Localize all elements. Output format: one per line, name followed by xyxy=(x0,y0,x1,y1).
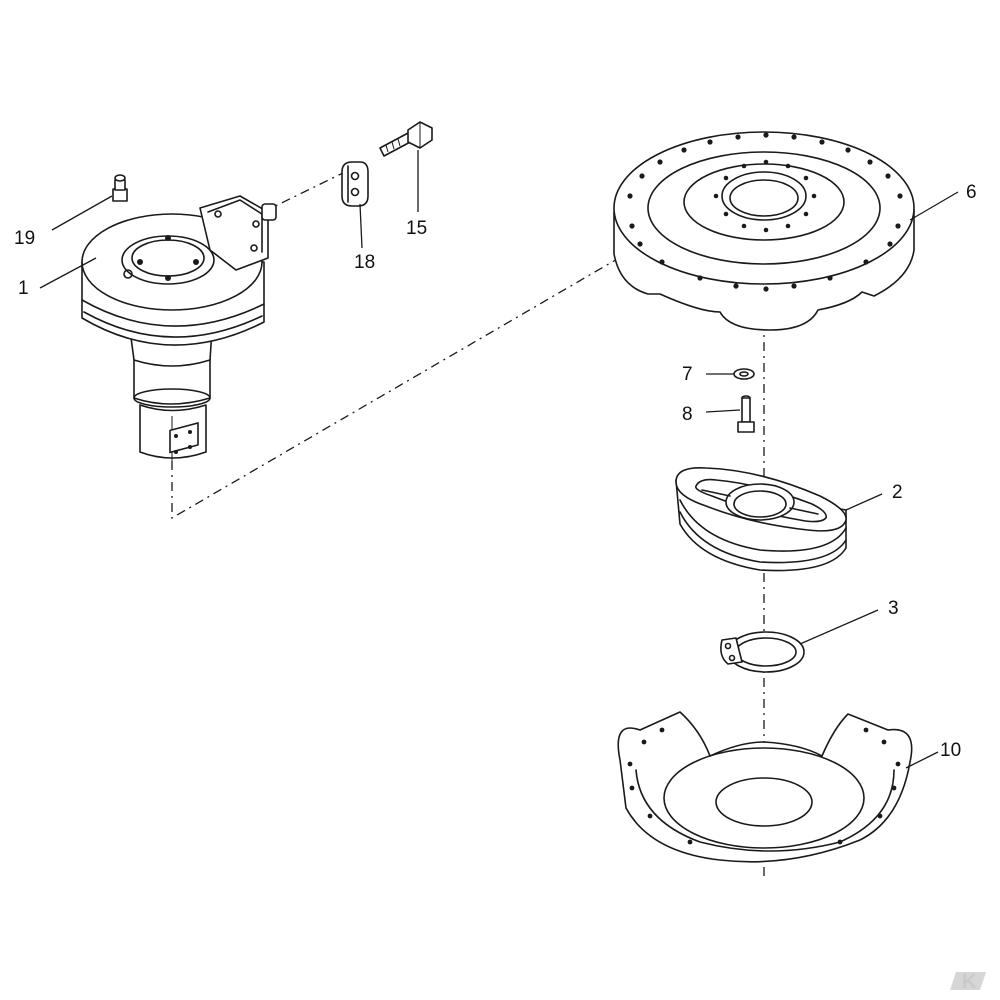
leader-lines xyxy=(39,150,959,769)
washer xyxy=(733,368,755,380)
callout-labels: 19 1 18 15 6 7 8 2 3 10 xyxy=(14,182,977,761)
svg-text:K: K xyxy=(962,971,977,993)
rotor-outer-holes xyxy=(627,132,903,292)
guard-dish-holes xyxy=(627,727,901,845)
callout-3: 3 xyxy=(888,598,899,619)
callout-8: 8 xyxy=(682,404,693,425)
callout-6: 6 xyxy=(966,182,977,203)
grease-nipple xyxy=(112,174,128,202)
screw xyxy=(737,395,755,433)
rotor-disc xyxy=(613,131,915,331)
callout-7: 7 xyxy=(682,364,693,385)
lock-plate xyxy=(341,161,369,207)
circlip xyxy=(720,631,805,673)
gearbox-housing xyxy=(81,195,277,462)
guard-dish xyxy=(617,711,913,863)
callout-2: 2 xyxy=(892,482,903,503)
brand-watermark-logo: K xyxy=(950,971,986,993)
hex-bolt xyxy=(379,121,433,157)
callout-19: 19 xyxy=(14,228,35,249)
callout-15: 15 xyxy=(406,218,427,239)
callout-18: 18 xyxy=(354,252,375,273)
callout-10: 10 xyxy=(940,740,961,761)
callout-1: 1 xyxy=(18,278,29,299)
rotor-hub-holes xyxy=(713,159,817,233)
bearing-housing xyxy=(675,466,847,572)
